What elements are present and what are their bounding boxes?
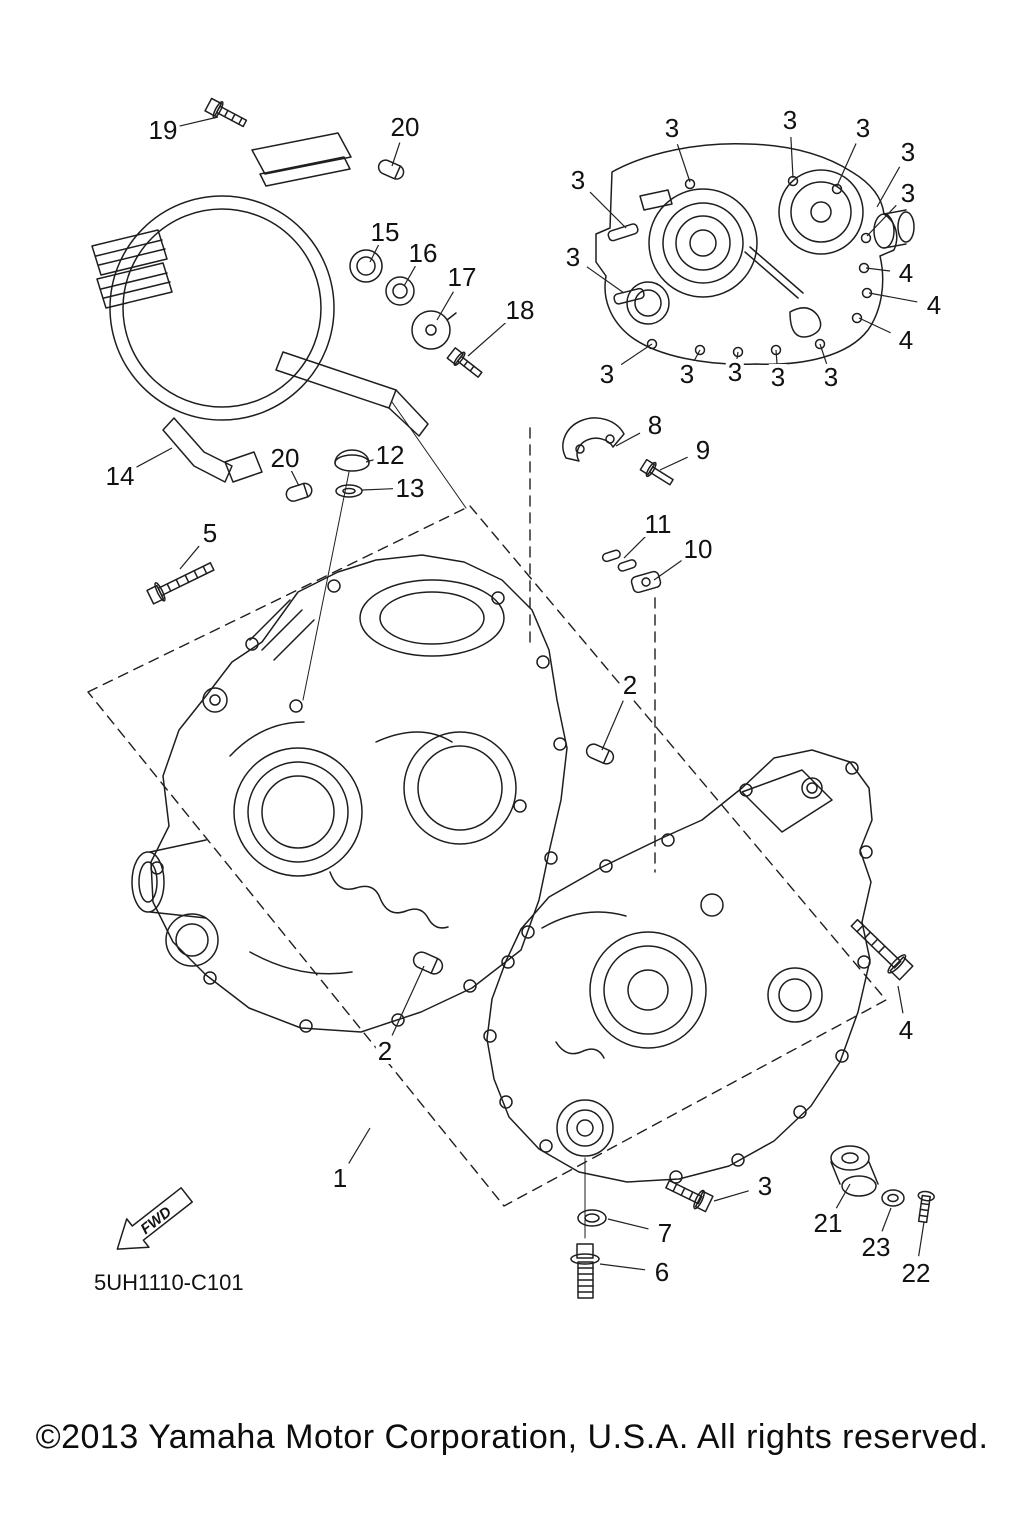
- part-4-bolt-right: [850, 918, 914, 981]
- part-18-bolt: [446, 347, 483, 378]
- part-3-bolt-bottom: [665, 1179, 714, 1213]
- left-crankcase-half: [131, 554, 568, 1033]
- part-20-collar-top: [377, 159, 405, 180]
- part-14-bracket: [162, 417, 263, 483]
- part-9-bolt: [639, 458, 674, 486]
- part-10-plate: [630, 570, 662, 594]
- part-5-bolt: [146, 562, 215, 605]
- assembled-crankcase-view: [595, 142, 915, 366]
- part-8-bracket: [562, 417, 625, 462]
- part-code: 5UH1110-C101: [94, 1270, 244, 1295]
- cover-assembly: [91, 132, 467, 509]
- part-22-bolt: [917, 1190, 935, 1224]
- part-2-dowel-pin-lower: [412, 951, 444, 975]
- part-12-plug: [334, 449, 370, 472]
- part-15-bearing: [349, 249, 383, 283]
- copyright-text: ©2013 Yamaha Motor Corporation, U.S.A. A…: [35, 1418, 989, 1456]
- part-11-pins: [601, 549, 637, 572]
- right-crankcase-half: [483, 749, 873, 1239]
- part-21-damper: [830, 1145, 879, 1197]
- part-7-washer: [577, 1209, 607, 1227]
- part-6-bolt: [570, 1243, 600, 1299]
- part-16-oil-seal: [385, 276, 415, 306]
- assembly-dashed-outline: [87, 427, 887, 1207]
- part-13-washer: [335, 484, 363, 498]
- part-17-plate: [411, 310, 457, 350]
- part-23-washer: [881, 1189, 905, 1207]
- part-20-collar-lower: [285, 482, 313, 502]
